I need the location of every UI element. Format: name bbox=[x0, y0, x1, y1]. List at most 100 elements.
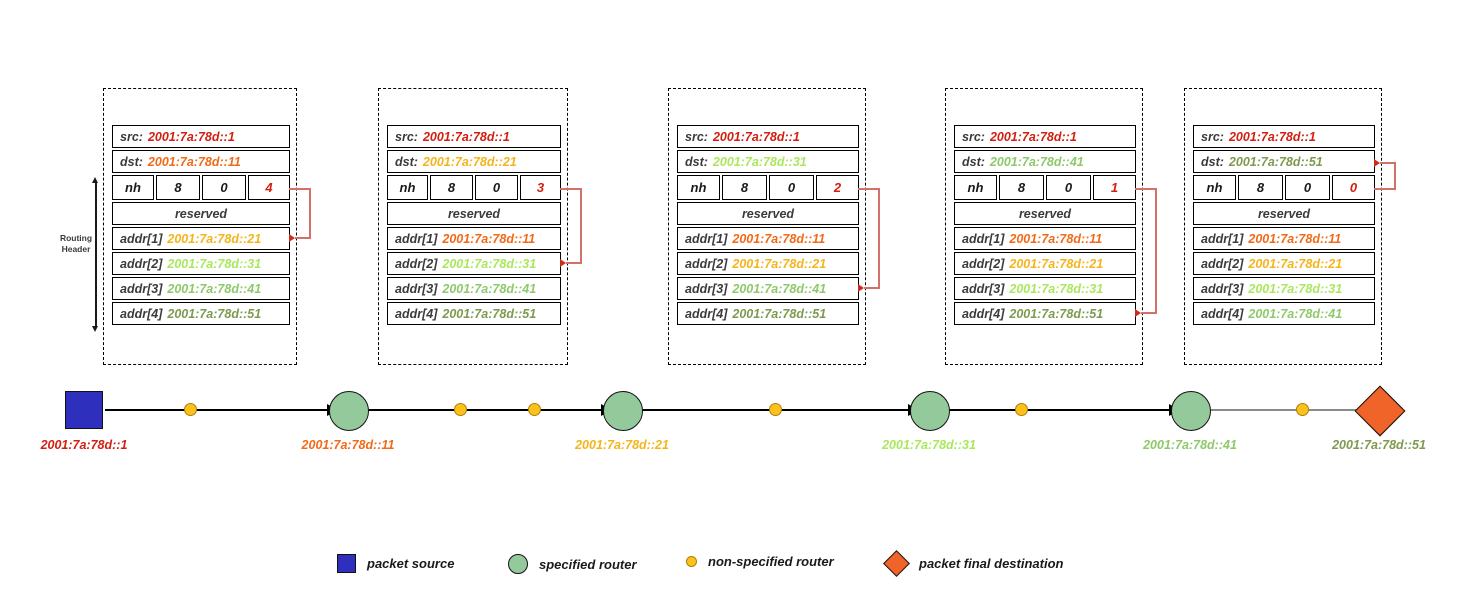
segments-left-pointer-2 bbox=[560, 188, 586, 267]
reserved-label: reserved bbox=[174, 206, 228, 221]
legend-label-0: packet source bbox=[367, 556, 455, 571]
addr2-field-label: addr[2] bbox=[1201, 256, 1244, 271]
topology-arrow-2 bbox=[601, 404, 612, 416]
addr1-field-value: 2001:7a:78d::21 bbox=[167, 231, 262, 246]
reserved-field: reserved bbox=[112, 202, 290, 225]
diamond-marker-icon bbox=[882, 550, 910, 577]
topology-link-4 bbox=[941, 408, 1171, 412]
reserved-label: reserved bbox=[1257, 206, 1311, 221]
addr3-field: addr[3]2001:7a:78d::31 bbox=[954, 277, 1136, 300]
hdr-ext-len-field: 8 bbox=[156, 175, 200, 200]
non-specified-router-1 bbox=[184, 403, 197, 416]
dot-marker-icon bbox=[686, 556, 697, 567]
dst-field-label: dst: bbox=[120, 154, 143, 169]
dst-field-label: dst: bbox=[962, 154, 985, 169]
addr4-field: addr[4]2001:7a:78d::51 bbox=[387, 302, 561, 325]
addr2-field-label: addr[2] bbox=[962, 256, 1005, 271]
segments-left-field: 3 bbox=[520, 175, 561, 200]
node-label-3: 2001:7a:78d::31 bbox=[882, 438, 976, 452]
src-field-value: 2001:7a:78d::1 bbox=[712, 129, 800, 144]
topology-baseline bbox=[105, 409, 1375, 412]
hdr-ext-len-field: 8 bbox=[722, 175, 767, 200]
non-specified-router-6 bbox=[1296, 403, 1309, 416]
addr2-field-value: 2001:7a:78d::31 bbox=[442, 256, 537, 271]
topology-arrow-4 bbox=[1169, 404, 1180, 416]
addr3-field-label: addr[3] bbox=[1201, 281, 1244, 296]
legend: packet source specified router non-specifi… bbox=[0, 548, 1482, 588]
addr3-field-value: 2001:7a:78d::41 bbox=[732, 281, 827, 296]
reserved-field: reserved bbox=[954, 202, 1136, 225]
routing-type-field: 0 bbox=[475, 175, 518, 200]
addr2-field: addr[2] 2001:7a:78d::31 bbox=[387, 252, 561, 275]
node-label-1: 2001:7a:78d::11 bbox=[301, 438, 395, 452]
non-specified-router-4 bbox=[769, 403, 782, 416]
reserved-field: reserved bbox=[1193, 202, 1375, 225]
non-specified-router-2 bbox=[454, 403, 467, 416]
specified-router-node-2 bbox=[603, 391, 643, 431]
addr1-field-value: 2001:7a:78d::11 bbox=[1248, 231, 1342, 246]
square-marker-icon bbox=[337, 554, 356, 573]
addr4-field-label: addr[4] bbox=[1201, 306, 1244, 321]
non-specified-router-5 bbox=[1015, 403, 1028, 416]
dst-field-value: 2001:7a:78d::51 bbox=[1228, 154, 1323, 169]
segments-left-pointer-5 bbox=[1374, 159, 1400, 192]
addr2-field-label: addr[2] bbox=[120, 256, 163, 271]
circle-marker-icon bbox=[508, 554, 528, 574]
node-label-4: 2001:7a:78d::41 bbox=[1143, 438, 1237, 452]
addr2-field: addr[2]2001:7a:78d::21 bbox=[954, 252, 1136, 275]
addr2-field-label: addr[2] bbox=[685, 256, 728, 271]
src-field-label: src: bbox=[395, 129, 418, 144]
dst-field: dst:2001:7a:78d::41 bbox=[954, 150, 1136, 173]
non-specified-router-3 bbox=[528, 403, 541, 416]
routing-type-field: 0 bbox=[202, 175, 246, 200]
addr2-field-label: addr[2] bbox=[395, 256, 438, 271]
addr3-field-label: addr[3] bbox=[120, 281, 163, 296]
dst-field-value: 2001:7a:78d::21 bbox=[422, 154, 517, 169]
next-header-field: nh bbox=[387, 175, 428, 200]
addr3-field: addr[3] 2001:7a:78d::41 bbox=[677, 277, 859, 300]
segments-left-field: 0 bbox=[1332, 175, 1375, 200]
addr4-field-label: addr[4] bbox=[120, 306, 163, 321]
legend-label-1: specified router bbox=[539, 556, 637, 572]
addr2-field: addr[2]2001:7a:78d::21 bbox=[677, 252, 859, 275]
topology-link-3 bbox=[634, 408, 910, 412]
addr1-field: addr[1] 2001:7a:78d::21 bbox=[112, 227, 290, 250]
src-field-label: src: bbox=[685, 129, 708, 144]
addr1-field-label: addr[1] bbox=[962, 231, 1005, 246]
src-field: src: 2001:7a:78d::1 bbox=[112, 125, 290, 148]
addr4-field-label: addr[4] bbox=[685, 306, 728, 321]
next-header-field: nh bbox=[112, 175, 154, 200]
addr4-field: addr[4]2001:7a:78d::51 bbox=[954, 302, 1136, 325]
dst-field-value: 2001:7a:78d::11 bbox=[147, 154, 241, 169]
routing-header-label-line2: Header bbox=[61, 243, 91, 254]
topology-arrow-3 bbox=[908, 404, 919, 416]
specified-router-node-3 bbox=[910, 391, 950, 431]
next-header-field: nh bbox=[954, 175, 997, 200]
segments-left-field: 4 bbox=[248, 175, 290, 200]
addr1-field: addr[1]2001:7a:78d::11 bbox=[1193, 227, 1375, 250]
legend-label-3: packet final destination bbox=[919, 556, 1064, 571]
addr4-field-value: 2001:7a:78d::51 bbox=[442, 306, 537, 321]
addr1-field-label: addr[1] bbox=[395, 231, 438, 246]
reserved-field: reserved bbox=[677, 202, 859, 225]
addr4-field: addr[4]2001:7a:78d::41 bbox=[1193, 302, 1375, 325]
addr1-field-label: addr[1] bbox=[120, 231, 163, 246]
addr2-field: addr[2]2001:7a:78d::31 bbox=[112, 252, 290, 275]
addr3-field: addr[3]2001:7a:78d::41 bbox=[112, 277, 290, 300]
src-field-value: 2001:7a:78d::1 bbox=[147, 129, 235, 144]
dst-field-value: 2001:7a:78d::31 bbox=[712, 154, 807, 169]
addr3-field-value: 2001:7a:78d::31 bbox=[1248, 281, 1343, 296]
addr3-field-label: addr[3] bbox=[685, 281, 728, 296]
node-label-5: 2001:7a:78d::51 bbox=[1332, 438, 1426, 452]
addr3-field: addr[3] 2001:7a:78d::31 bbox=[1193, 277, 1375, 300]
hdr-ext-len-field: 8 bbox=[430, 175, 473, 200]
reserved-label: reserved bbox=[1018, 206, 1072, 221]
legend-item-dot: non-specified router bbox=[686, 554, 834, 569]
src-field-label: src: bbox=[120, 129, 143, 144]
addr4-field: addr[4]2001:7a:78d::51 bbox=[677, 302, 859, 325]
src-field: src: 2001:7a:78d::1 bbox=[387, 125, 561, 148]
src-field-value: 2001:7a:78d::1 bbox=[422, 129, 510, 144]
